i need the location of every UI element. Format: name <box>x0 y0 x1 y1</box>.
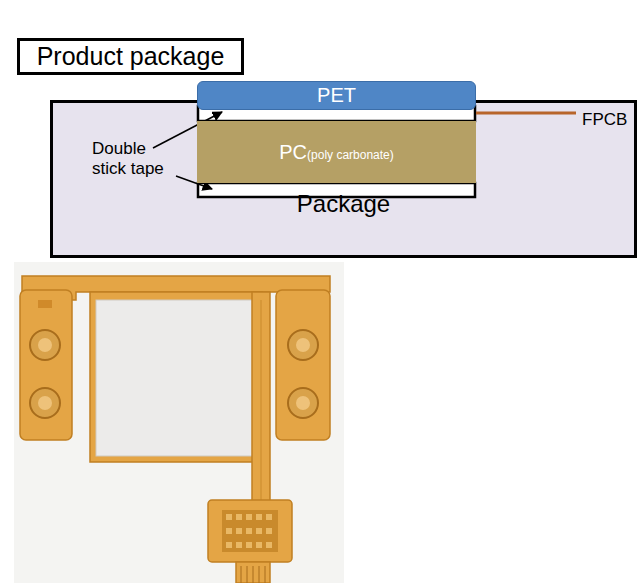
package-box: Package PC(poly carbonate) <box>50 100 637 258</box>
part-label: FPCB <box>582 110 627 130</box>
part-label: Double stick tape <box>92 139 174 178</box>
title-box: Product package <box>17 38 244 75</box>
node-text: Product package <box>37 42 225 70</box>
node-text: PC <box>279 141 307 163</box>
node-text: Package <box>297 190 390 217</box>
node-text: PET <box>317 84 356 106</box>
fpcb-cable <box>476 112 576 115</box>
package-body <box>52 102 636 257</box>
pet-layer: PET <box>197 81 476 110</box>
node-text: (poly carbonate) <box>307 148 394 162</box>
fpcb-photo <box>14 262 344 583</box>
pc-layer: PC(poly carbonate) <box>197 121 476 183</box>
